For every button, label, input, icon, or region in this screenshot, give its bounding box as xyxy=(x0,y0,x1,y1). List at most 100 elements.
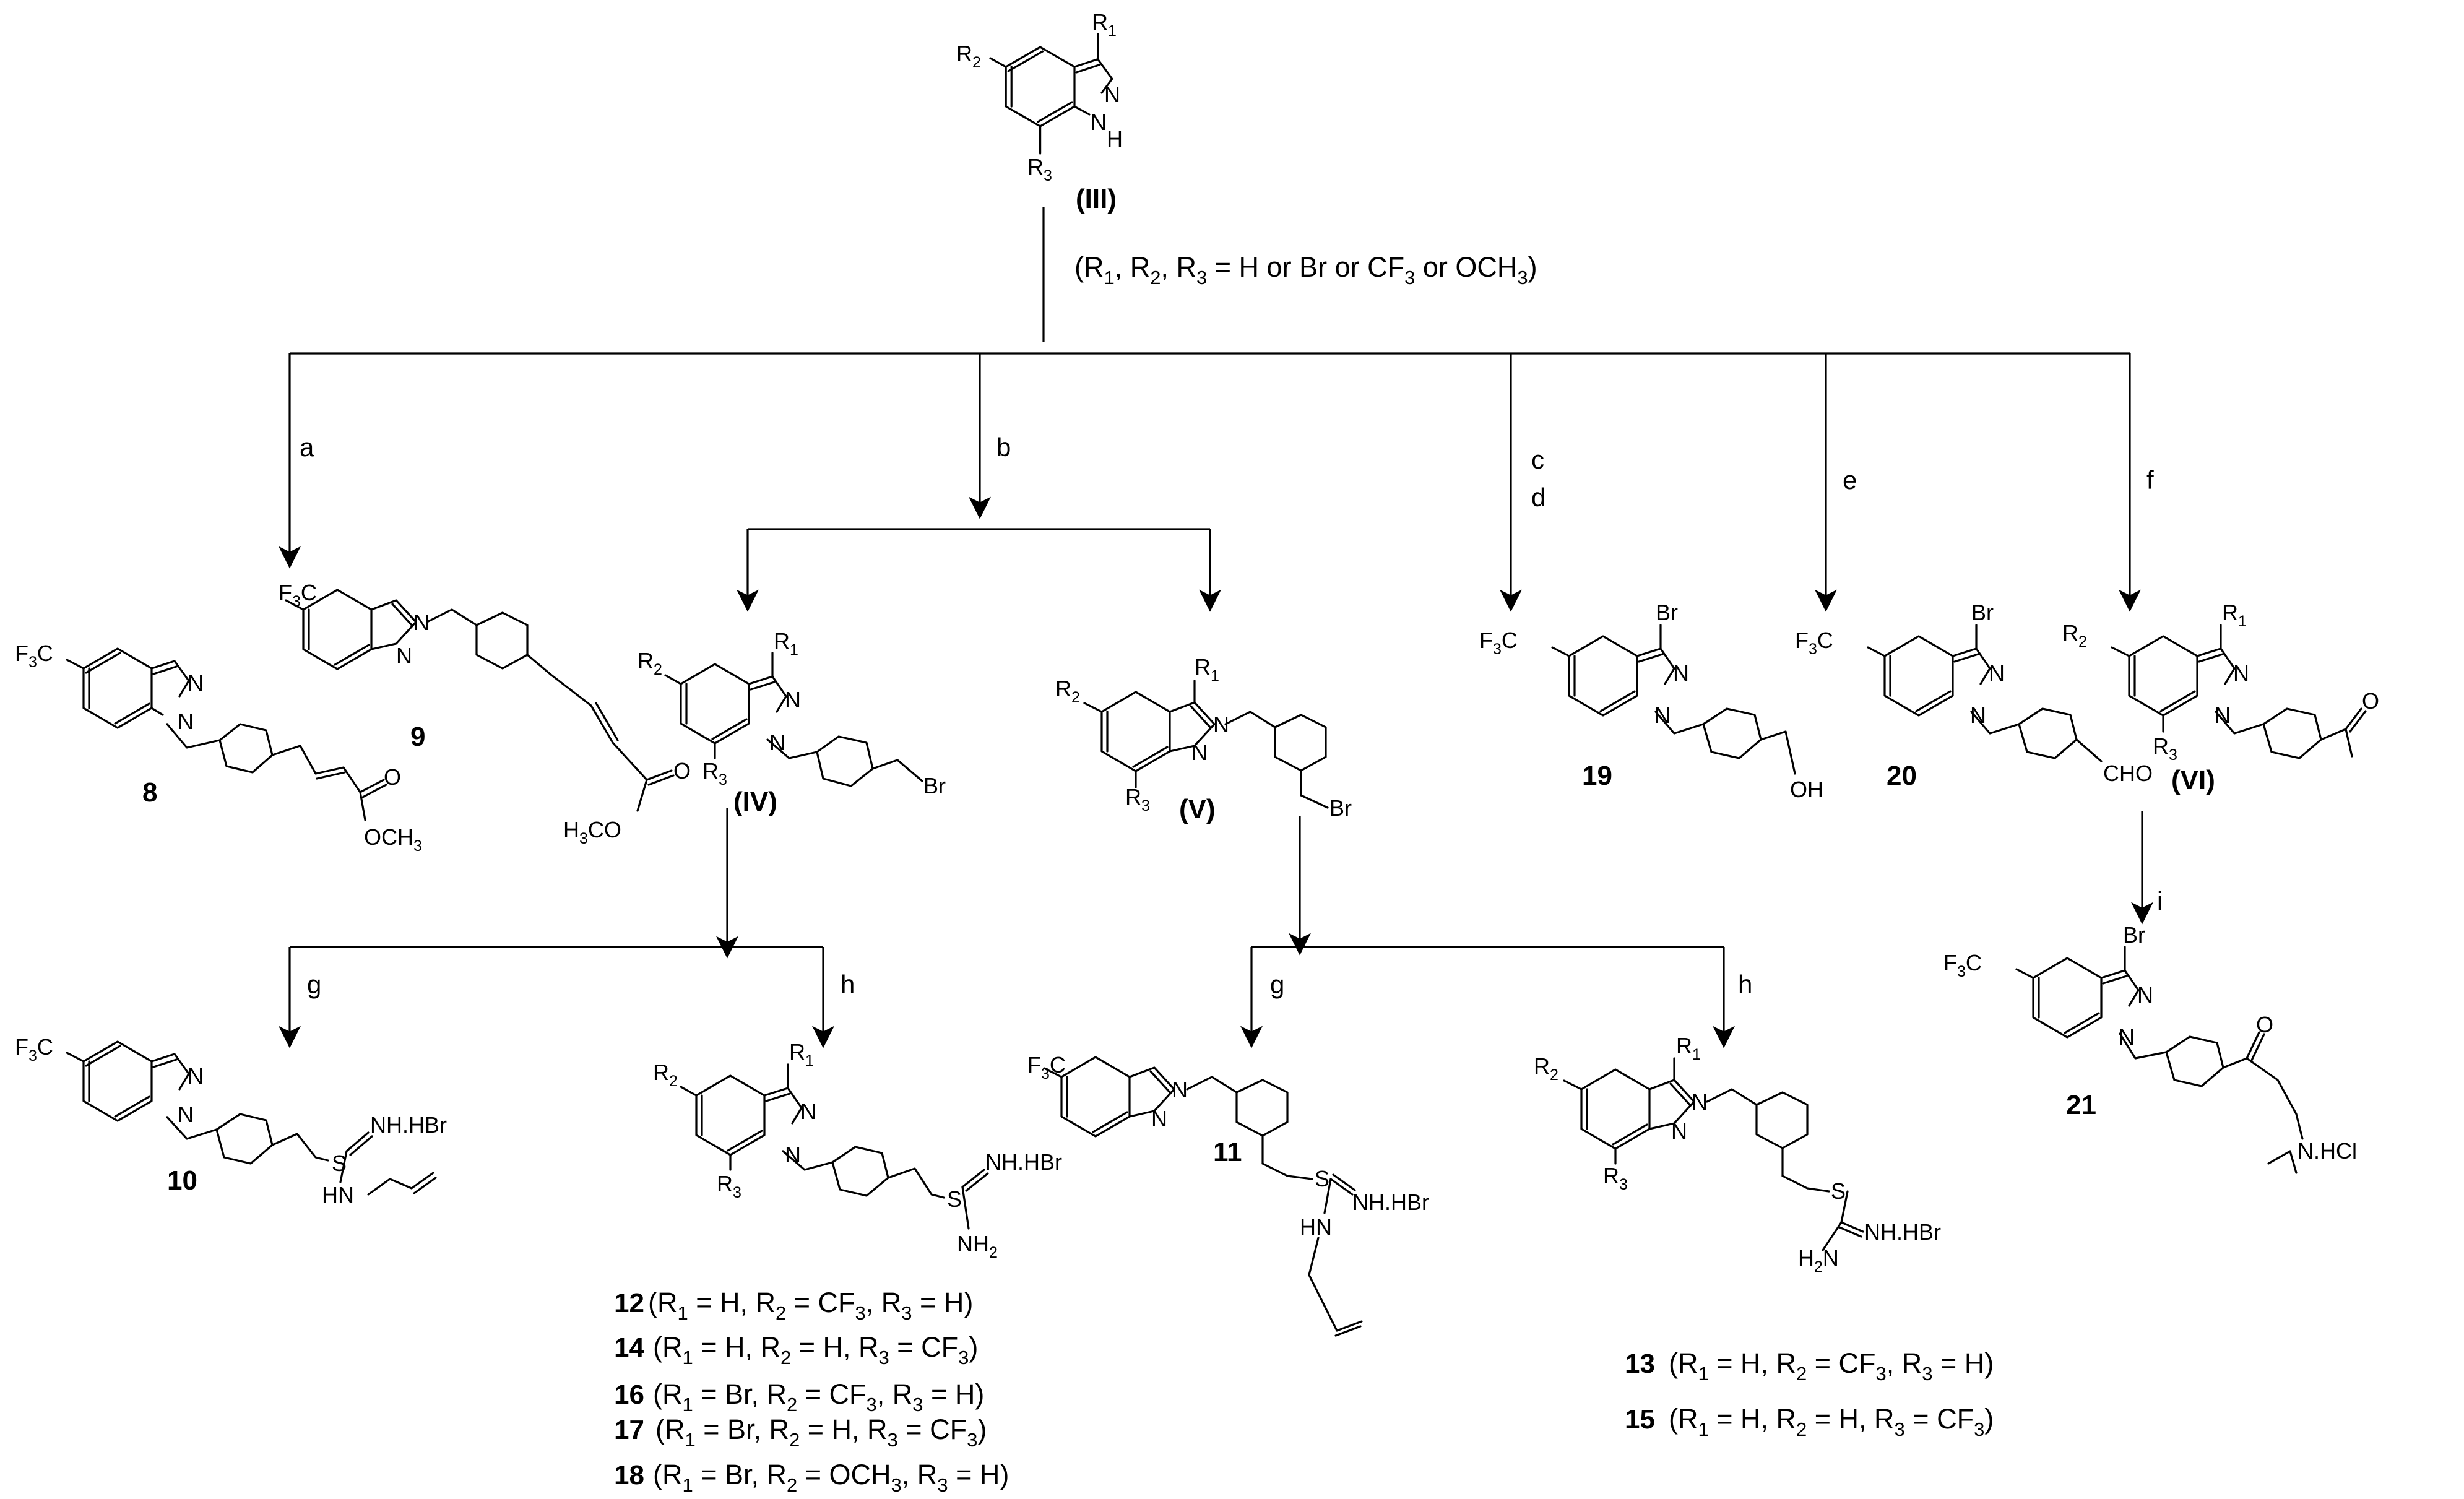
compound-vi: R1 R2 R3 N N O (VI) xyxy=(2062,600,2379,795)
atom-n: N xyxy=(785,1142,801,1167)
atom-n: N xyxy=(1970,702,1986,728)
atom-n: N xyxy=(769,730,785,755)
step-d: d xyxy=(1531,483,1545,512)
atom-o: O xyxy=(384,764,401,790)
atom-n: N xyxy=(1213,712,1229,737)
atom-br: Br xyxy=(923,773,946,798)
group-nhhbr: NH.HBr xyxy=(1352,1190,1429,1215)
compound-iii: N N H R1 R2 R3 (III) (R1, R2, R3 = H or … xyxy=(956,9,1537,288)
atom-n: N xyxy=(178,1102,194,1127)
step-f: f xyxy=(2146,465,2154,495)
entry-13: 13(R1 = H, R2 = CF3, R3 = H) xyxy=(1625,1347,1994,1385)
group-r2: R2 xyxy=(2062,620,2087,650)
atom-s: S xyxy=(1315,1166,1329,1191)
step-a: a xyxy=(300,433,314,462)
step-h-right: h xyxy=(1738,970,1752,999)
group-cf3: F3C xyxy=(1479,628,1518,658)
group-cf3: F3C xyxy=(1943,950,1982,980)
group-r2: R2 xyxy=(653,1060,678,1090)
group-nhhbr: NH.HBr xyxy=(985,1149,1062,1175)
compound-v: N N R1 R2 R3 Br (V) xyxy=(1055,654,1352,824)
compound-label-19: 19 xyxy=(1582,761,1612,791)
group-r3: R3 xyxy=(1603,1163,1628,1193)
entry-18: 18(R1 = Br, R2 = OCH3, R3 = H) xyxy=(614,1459,1009,1496)
atom-o: O xyxy=(673,758,691,784)
atom-n: N xyxy=(178,709,194,734)
atom-n: N xyxy=(2215,702,2231,728)
group-cf3: F3C xyxy=(15,641,53,671)
compound-label-11: 11 xyxy=(1213,1137,1242,1167)
compound-13-15: R1 R2 R3 N N S NH.HBr H2N xyxy=(1534,1033,1941,1276)
compound-iv: N N R1 R2 R3 Br (IV) xyxy=(638,628,946,817)
atom-br: Br xyxy=(1329,795,1352,821)
atom-n: N xyxy=(1673,660,1689,686)
r-group-condition: (R1, R2, R3 = H or Br or CF3 or OCH3) xyxy=(1074,251,1537,288)
group-cf3: F3C xyxy=(1795,628,1833,658)
step-g-right: g xyxy=(1270,970,1284,999)
entry-14: 14(R1 = H, R2 = H, R3 = CF3) xyxy=(614,1331,978,1368)
group-nhcl: N.HCl xyxy=(2298,1138,2357,1164)
atom-n: N xyxy=(1692,1089,1708,1115)
group-nhhbr: NH.HBr xyxy=(370,1112,447,1138)
entry-12: 12(R1 = H, R2 = CF3, R3 = H) xyxy=(614,1287,973,1324)
group-r1: R1 xyxy=(2222,600,2247,630)
group-oh: OH xyxy=(1790,777,1823,802)
atom-br: Br xyxy=(2123,922,2145,948)
entry-15: 15(R1 = H, R2 = H, R3 = CF3) xyxy=(1625,1403,1994,1440)
atom-o: O xyxy=(2256,1012,2273,1037)
atom-s: S xyxy=(332,1151,347,1176)
atom-h: H xyxy=(1107,126,1123,152)
step-b: b xyxy=(996,433,1011,462)
group-h2n: H2N xyxy=(1798,1245,1839,1276)
atom-n: N xyxy=(188,670,204,696)
group-hn: HN xyxy=(1300,1214,1332,1240)
group-r3: R3 xyxy=(1125,784,1150,814)
compound-20: F3C Br N N CHO 20 xyxy=(1795,600,2153,791)
compound-label-iii: (III) xyxy=(1076,184,1117,214)
group-r1: R1 xyxy=(774,628,798,659)
group-r2: R2 xyxy=(956,41,981,71)
atom-n: N xyxy=(188,1063,204,1089)
entry-16: 16(R1 = Br, R2 = CF3, R3 = H) xyxy=(614,1378,984,1415)
atom-n: N xyxy=(785,687,801,712)
group-nh2: NH2 xyxy=(957,1231,998,1261)
atom-n: N xyxy=(1172,1077,1188,1102)
atom-n: N xyxy=(1104,82,1120,107)
atom-n: N xyxy=(396,643,412,668)
entry-17: 17(R1 = Br, R2 = H, R3 = CF3) xyxy=(614,1414,987,1451)
atom-n: N xyxy=(2233,660,2249,686)
atom-n: N xyxy=(2119,1024,2135,1050)
compound-19: F3C Br N N OH 19 xyxy=(1479,600,1823,802)
compound-12-18: R1 R2 R3 N N S NH.HBr NH2 xyxy=(653,1039,1062,1261)
atom-o: O xyxy=(2362,688,2379,714)
step-i: i xyxy=(2157,886,2163,915)
atom-n: N xyxy=(800,1099,816,1124)
group-r2: R2 xyxy=(1534,1053,1558,1084)
step-g-left: g xyxy=(307,970,321,999)
compound-label-20: 20 xyxy=(1887,761,1917,791)
step-h-left: h xyxy=(841,970,855,999)
group-hn: HN xyxy=(322,1182,354,1207)
atom-n: N xyxy=(1091,110,1107,135)
group-r3: R3 xyxy=(702,758,727,788)
compound-11: F3C N N S NH.HBr HN 11 xyxy=(1027,1052,1429,1337)
group-r3: R3 xyxy=(2153,733,2177,764)
atom-n: N xyxy=(1989,660,2005,686)
step-c: c xyxy=(1531,445,1544,474)
reaction-flow xyxy=(279,207,2153,1048)
group-r2: R2 xyxy=(638,648,662,678)
compound-10: F3C N N S NH.HBr HN 10 xyxy=(15,1034,447,1207)
atom-br: Br xyxy=(1656,600,1678,625)
group-nhhbr: NH.HBr xyxy=(1864,1219,1941,1245)
group-r1: R1 xyxy=(789,1039,814,1069)
compound-21: F3C Br N N O N.HCl 21 xyxy=(1943,922,2357,1174)
atom-n: N xyxy=(2137,982,2153,1008)
step-labels: a b c d e f g h g h i xyxy=(300,433,2163,999)
group-r1: R1 xyxy=(1195,654,1219,685)
step-e: e xyxy=(1843,465,1857,495)
group-r3: R3 xyxy=(717,1171,741,1201)
group-cho: CHO xyxy=(2103,761,2153,786)
atom-n: N xyxy=(1191,740,1208,765)
atom-s: S xyxy=(947,1186,962,1212)
